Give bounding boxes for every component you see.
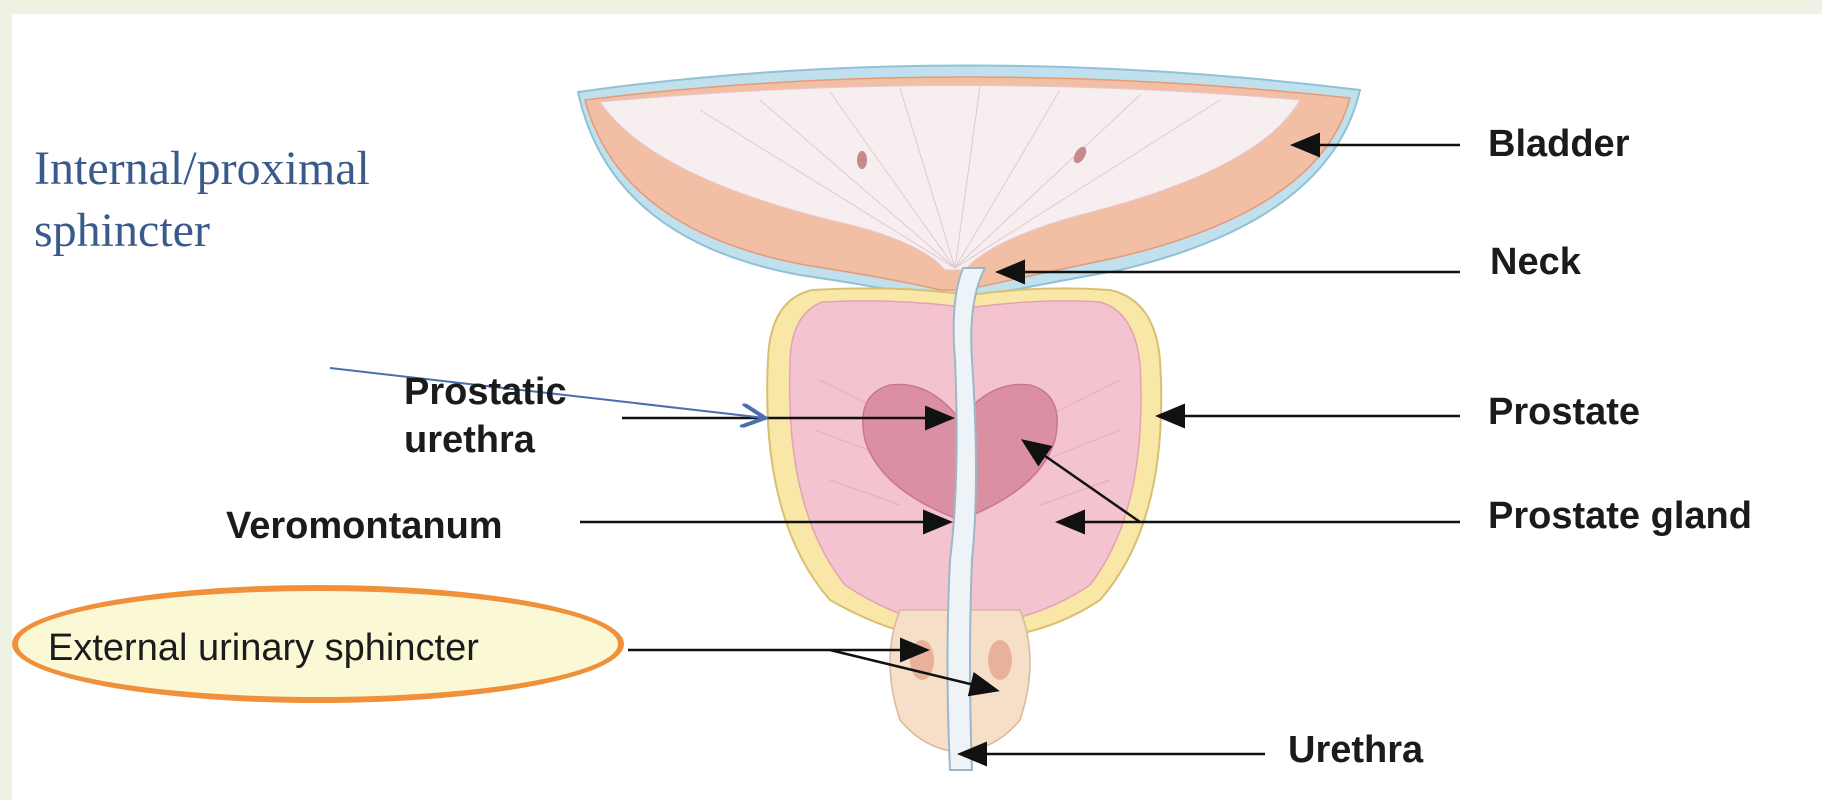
label-prostatic-line1: Prostatic xyxy=(404,370,567,414)
label-urethra: Urethra xyxy=(1288,728,1423,772)
label-veromontanum: Veromontanum xyxy=(226,504,503,548)
label-prostate: Prostate xyxy=(1488,390,1640,434)
label-neck: Neck xyxy=(1490,240,1581,284)
label-prostate-gland: Prostate gland xyxy=(1488,494,1752,538)
label-external-sphincter: External urinary sphincter xyxy=(48,627,479,670)
note-line-2: sphincter xyxy=(34,200,454,262)
label-bladder: Bladder xyxy=(1488,122,1629,166)
note-line-1: Internal/proximal xyxy=(34,138,454,200)
internal-sphincter-note: Internal/proximal sphincter xyxy=(34,138,454,262)
label-prostatic-line2: urethra xyxy=(404,418,535,462)
